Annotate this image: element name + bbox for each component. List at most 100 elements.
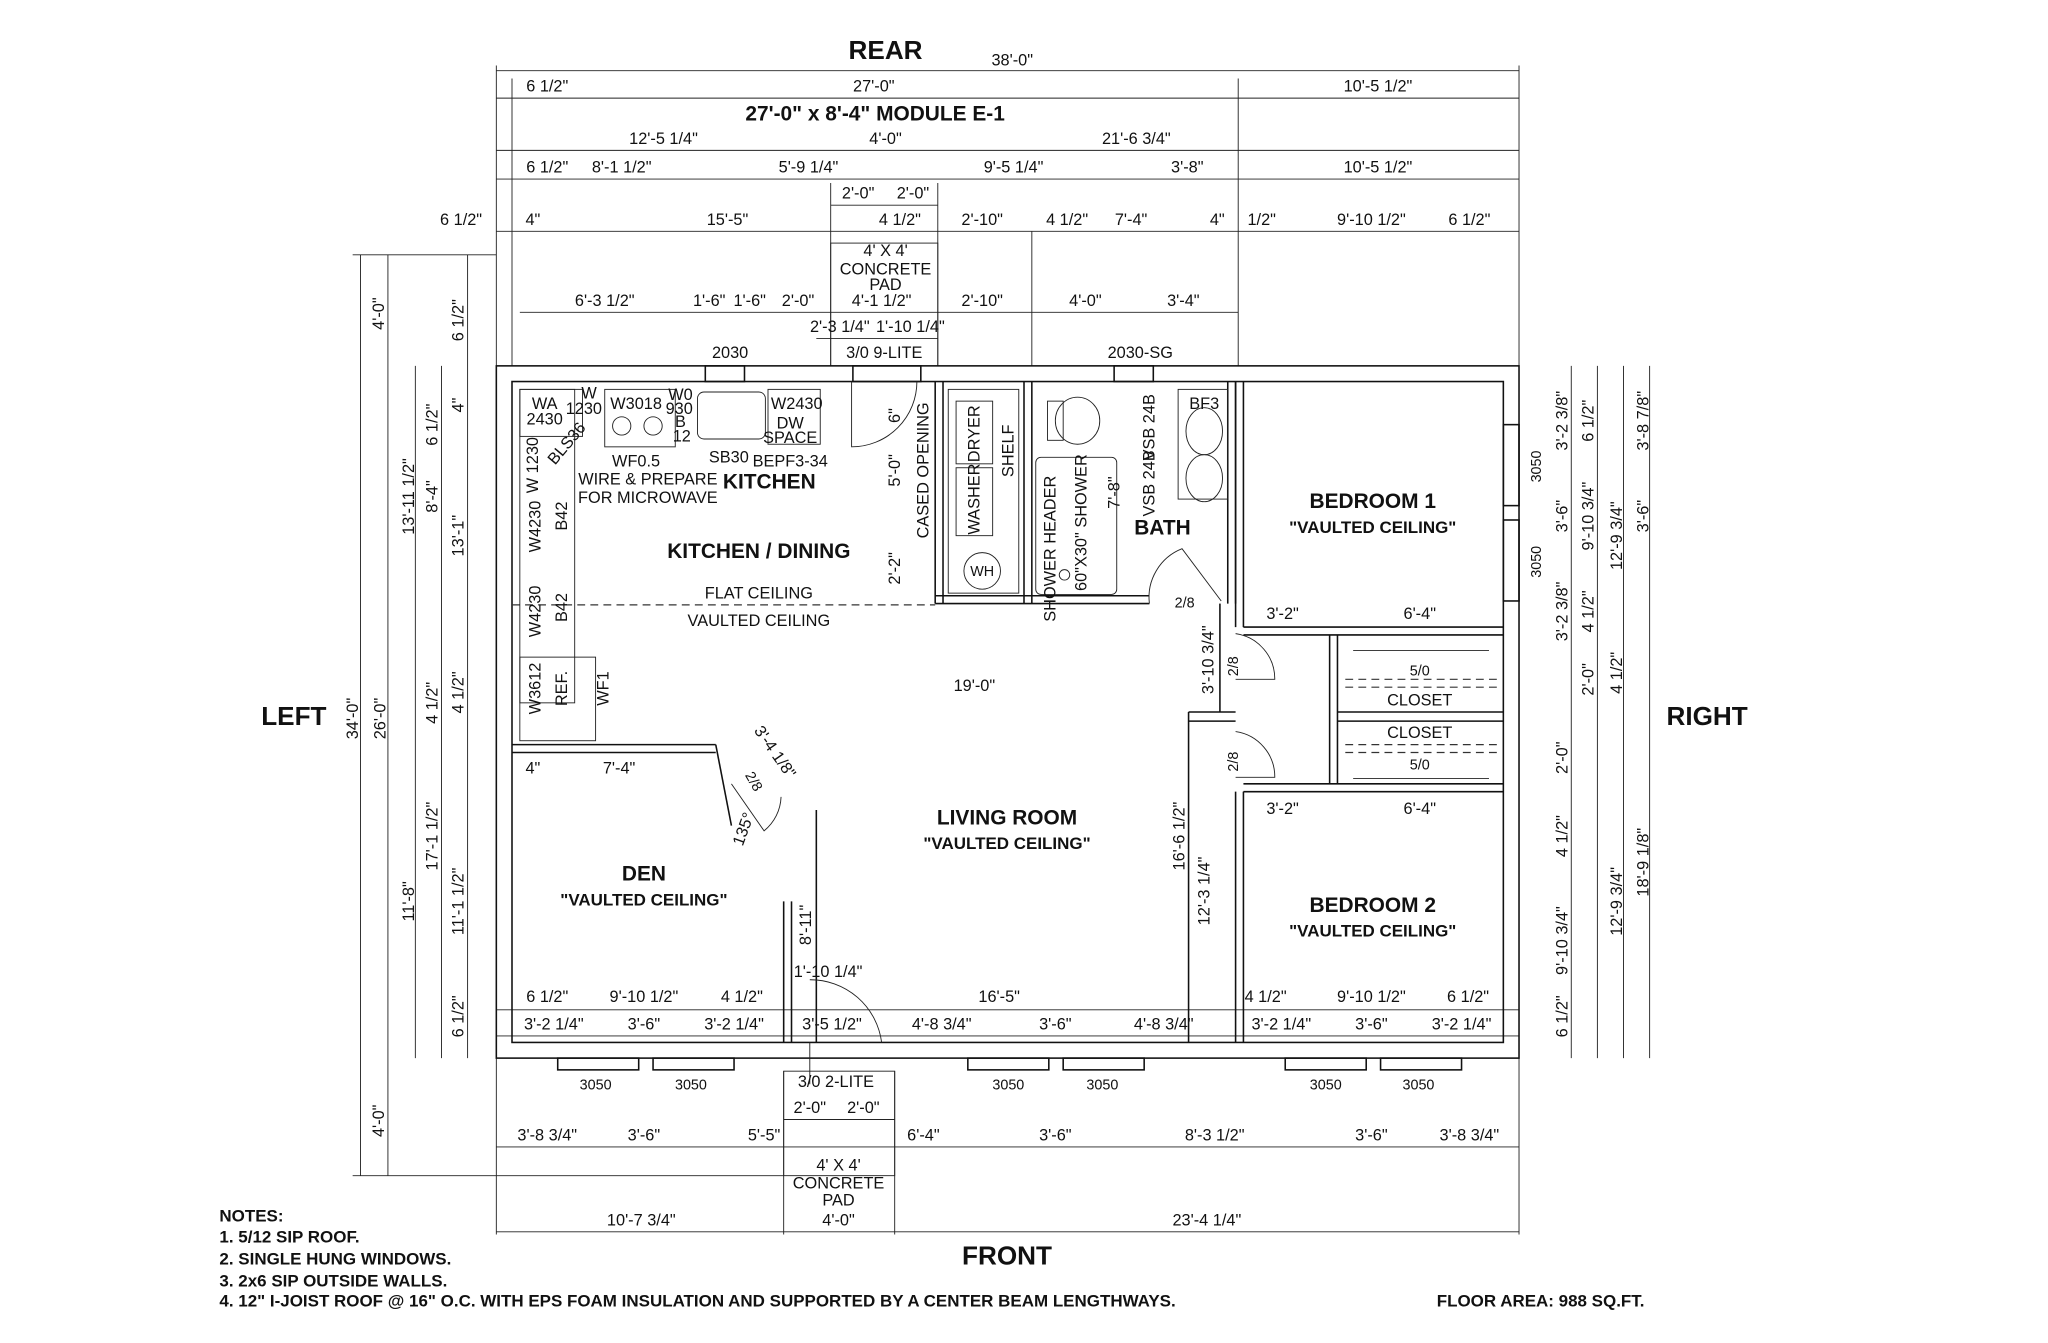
dimension-top: 4"	[1210, 211, 1225, 229]
dimension-top: 7'-4"	[1115, 211, 1148, 229]
doors-windows	[556, 365, 1520, 1085]
dimension-bottom: 4 1/2"	[1245, 988, 1287, 1006]
fixture-label: W 1230	[524, 437, 542, 493]
dimension-left: 26'-0"	[371, 698, 389, 740]
rear-pad: 4' X 4'	[863, 242, 907, 260]
dimension-top: 21'-6 3/4"	[1102, 130, 1171, 148]
dimension-interior: 8'-11"	[797, 905, 815, 946]
dimension-interior: 2'-2"	[886, 552, 904, 585]
window-label: 3050	[992, 1077, 1024, 1093]
dimension-bottom: 6 1/2"	[526, 988, 568, 1006]
ceiling-flat-label: FLAT CEILING	[705, 584, 813, 602]
fixture-label: WF1	[595, 671, 613, 705]
fixture-label: W3018	[610, 395, 662, 413]
closet-door-label: 5/0	[1410, 757, 1430, 773]
dimension-top: 4'-1 1/2"	[852, 292, 912, 310]
fixture-label: REF.	[553, 671, 571, 706]
dimension-right: 3'-6"	[1634, 500, 1652, 533]
dimension-bottom: 3'-6"	[1039, 1015, 1072, 1033]
fixture-label: VSB 24B	[1141, 394, 1159, 460]
fixture-label: SHELF	[1000, 424, 1018, 477]
dimension-top: 6 1/2"	[526, 159, 568, 177]
fixture-label: B	[675, 413, 686, 431]
dimension-interior: 3'-2"	[1266, 605, 1299, 623]
window-label: 3050	[1529, 546, 1545, 578]
fixture-label: CASED OPENING	[915, 402, 933, 538]
dimension-right: 3'-6"	[1553, 500, 1571, 533]
dimension-left: 4"	[450, 397, 468, 412]
note: 3. 2x6 SIP OUTSIDE WALLS.	[219, 1272, 447, 1291]
front-pad: PAD	[822, 1192, 854, 1210]
floor-area: FLOOR AREA: 988 SQ.FT.	[1437, 1291, 1645, 1310]
fixture-label: SPACE	[763, 429, 817, 447]
dimension-bottom: 3'-6"	[628, 1015, 661, 1033]
door-label: 2/8	[1175, 596, 1195, 612]
door-label: 2/8	[1226, 656, 1242, 676]
dimension-bottom: 2'-0"	[847, 1099, 880, 1117]
dimension-bottom: 4 1/2"	[721, 988, 763, 1006]
dimension-right: 2'-0"	[1579, 663, 1597, 696]
dimension-bottom: 5'-5"	[748, 1126, 781, 1144]
ceiling-vaulted-label: VAULTED CEILING	[688, 612, 831, 630]
fixture-label: WASHER	[966, 463, 984, 534]
dimension-interior: 6'-4"	[1404, 800, 1437, 818]
closet-door-label: 5/0	[1410, 663, 1430, 679]
window-label: 3050	[1402, 1077, 1434, 1093]
dimension-top: 15'-5"	[707, 211, 749, 229]
dimension-bottom: 3'-6"	[1355, 1126, 1388, 1144]
dimension-right: 3'-8 7/8"	[1634, 391, 1652, 451]
dimension-top: 1/2"	[1247, 211, 1276, 229]
dimension-top: 10'-5 1/2"	[1344, 78, 1413, 96]
dimension-left: 13'-11 1/2"	[400, 458, 418, 535]
closet-2: CLOSET	[1387, 724, 1452, 742]
dimension-interior: 6'-4"	[1404, 605, 1437, 623]
rear-pad: CONCRETE	[840, 260, 932, 278]
dimension-top: 3'-8"	[1171, 159, 1204, 177]
dimension-top: 6 1/2"	[1448, 211, 1490, 229]
dimension-top: 8'-1 1/2"	[592, 159, 652, 177]
dimension-bottom: 6'-4"	[907, 1126, 940, 1144]
dimension-right: 3'-2 3/8"	[1553, 391, 1571, 451]
window-label: 2030	[712, 344, 748, 362]
fixtures-drawing	[519, 388, 1489, 780]
dimension-right: 9'-10 3/4"	[1579, 481, 1597, 550]
dimension-top: 4'-0"	[1069, 292, 1102, 310]
dimension-left: 4'-0"	[370, 297, 388, 330]
dimension-top: 2'-3 1/4"	[810, 318, 870, 336]
window-label: 3050	[1310, 1077, 1342, 1093]
dimension-top: 2'-0"	[782, 292, 815, 310]
dimension-left: 6 1/2"	[450, 995, 468, 1037]
dimension-left: 17'-1 1/2"	[424, 801, 442, 870]
dimension-bottom: 6 1/2"	[1447, 988, 1489, 1006]
fixture-label: W	[581, 385, 597, 403]
dimension-right: 4 1/2"	[1553, 815, 1571, 857]
dimension-interior: 6"	[886, 408, 904, 423]
fixture-label: WH	[970, 564, 994, 580]
dimension-bottom: 2'-0"	[794, 1099, 827, 1117]
dimension-interior: 12'-3 1/4"	[1195, 856, 1213, 925]
dimension-left: 34'-0"	[344, 698, 362, 740]
dimension-top: 10'-5 1/2"	[1344, 159, 1413, 177]
dimension-interior: 19'-0"	[954, 677, 996, 695]
dimension-right: 4 1/2"	[1579, 590, 1597, 632]
dimension-bottom: 9'-10 1/2"	[610, 988, 679, 1006]
dimension-interior: 3'-10 3/4"	[1199, 625, 1217, 694]
room-den: DEN	[622, 862, 666, 885]
fixture-label: DW	[777, 415, 805, 433]
dimension-bottom: 16'-5"	[978, 988, 1020, 1006]
window-label: 3050	[1529, 450, 1545, 482]
dimension-top: 1'-6"	[693, 292, 726, 310]
dimension-bottom: 10'-7 3/4"	[607, 1211, 676, 1229]
fixture-label: SB30	[709, 449, 749, 467]
living-ceiling: "VAULTED CEILING"	[923, 834, 1090, 853]
dimension-right: 3'-2 3/8"	[1553, 581, 1571, 641]
dimension-bottom: 23'-4 1/4"	[1172, 1211, 1241, 1229]
dimension-top: 12'-5 1/4"	[629, 130, 698, 148]
closet-1: CLOSET	[1387, 691, 1452, 709]
front-pad: CONCRETE	[793, 1175, 885, 1193]
dimension-bottom: 3'-5 1/2"	[802, 1015, 862, 1033]
fixture-label: 12	[673, 428, 691, 446]
dimension-top: 4 1/2"	[1046, 211, 1088, 229]
note: 4. 12" I-JOIST ROOF @ 16" O.C. WITH EPS …	[219, 1291, 1175, 1310]
fixture-label: BF3	[1189, 395, 1219, 413]
